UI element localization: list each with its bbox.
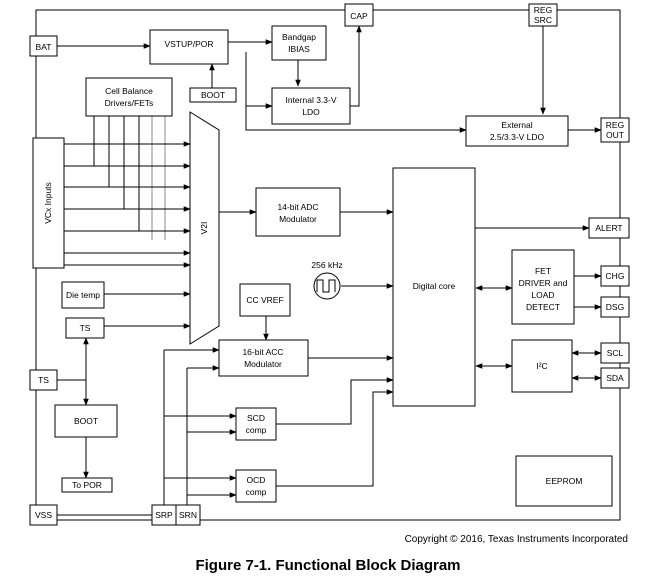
pin-ts: TS <box>29 369 58 391</box>
pin-chg: CHG <box>600 265 630 287</box>
block-boot-large-label: BOOT <box>74 416 98 426</box>
copyright-text: Copyright © 2016, Texas Instruments Inco… <box>405 534 628 545</box>
block-cc-vref-label: CC VREF <box>246 295 283 305</box>
pin-sda-label: SDA <box>606 373 624 383</box>
block-i2c: I²C <box>511 339 573 393</box>
block-adc-label-1: 14-bit ADC <box>277 202 318 212</box>
pin-alert: ALERT <box>588 217 630 239</box>
clock-frequency-label: 256 kHz <box>311 260 342 270</box>
pin-chg-label: CHG <box>606 271 625 281</box>
block-vcx-inputs-label: VCx Inputs <box>43 182 53 224</box>
pin-sda: SDA <box>600 367 630 389</box>
block-v2i-label: V2I <box>199 222 209 235</box>
pin-reg-out: REG OUT <box>600 117 630 143</box>
block-fet-label-1: FET <box>535 266 551 276</box>
block-cell-balance: Cell Balance Drivers/FETs <box>85 77 173 117</box>
block-to-por-label: To POR <box>72 480 102 490</box>
block-scd-label-1: SCD <box>247 413 265 423</box>
pin-bat-label: BAT <box>36 42 52 52</box>
block-to-por: To POR <box>61 477 113 493</box>
block-vstup-por-label: VSTUP/POR <box>164 39 213 49</box>
pin-vss-label: VSS <box>35 510 52 520</box>
pin-alert-label: ALERT <box>595 223 622 233</box>
pin-bat: BAT <box>29 35 58 57</box>
pin-srp: SRP <box>151 504 177 526</box>
pin-dsg: DSG <box>600 296 630 318</box>
pin-reg-src: REG SRC <box>528 3 558 27</box>
block-ocd-label-2: comp <box>246 487 267 497</box>
pin-vss: VSS <box>29 504 58 526</box>
block-ocd-label-1: OCD <box>247 475 266 485</box>
block-boot-small-label: BOOT <box>201 90 225 100</box>
block-v2i: V2I <box>189 111 220 345</box>
pin-srp-label: SRP <box>155 510 173 520</box>
block-bandgap-label-1: Bandgap <box>282 32 316 42</box>
block-vstup-por: VSTUP/POR <box>149 29 229 65</box>
block-vcx-inputs: VCx Inputs <box>32 137 65 269</box>
block-acc-label-2: Modulator <box>244 359 282 369</box>
clock-symbol <box>313 272 341 300</box>
block-internal-ldo-label-1: Internal 3.3-V <box>285 95 336 105</box>
block-external-ldo-label-2: 2.5/3.3-V LDO <box>490 132 545 142</box>
block-fet-label-2: DRIVER and <box>519 278 568 288</box>
pin-cap-label: CAP <box>350 11 368 21</box>
block-i2c-label: I²C <box>536 361 547 371</box>
pin-reg-src-label-2: SRC <box>534 15 552 25</box>
block-external-ldo-label-1: External <box>501 120 532 130</box>
pin-dsg-label: DSG <box>606 302 624 312</box>
block-ts-internal-label: TS <box>80 323 91 333</box>
block-cell-balance-label-2: Drivers/FETs <box>105 98 154 108</box>
block-scd-comp: SCD comp <box>235 407 277 441</box>
block-adc-label-2: Modulator <box>279 214 317 224</box>
block-fet-label-4: DETECT <box>526 302 560 312</box>
block-cell-balance-label-1: Cell Balance <box>105 86 153 96</box>
pin-srn-label: SRN <box>179 510 197 520</box>
block-boot-large: BOOT <box>54 404 118 438</box>
block-digital-core: Digital core <box>392 167 476 407</box>
block-die-temp-label: Die temp <box>66 290 100 300</box>
block-fet-label-3: LOAD <box>531 290 554 300</box>
block-boot-small: BOOT <box>189 87 237 103</box>
pin-reg-out-label-1: REG <box>606 120 624 130</box>
block-acc-label-1: 16-bit ACC <box>242 347 283 357</box>
block-eeprom-label: EEPROM <box>546 476 583 486</box>
block-fet-driver: FET DRIVER and LOAD DETECT <box>511 249 575 325</box>
block-scd-label-2: comp <box>246 425 267 435</box>
pin-reg-out-label-2: OUT <box>606 130 624 140</box>
block-die-temp: Die temp <box>61 281 105 309</box>
block-bandgap: Bandgap IBIAS <box>271 25 327 61</box>
block-acc: 16-bit ACC Modulator <box>218 339 309 377</box>
block-digital-core-label: Digital core <box>413 281 456 291</box>
pin-reg-src-label-1: REG <box>534 5 552 15</box>
block-ts-internal: TS <box>65 317 105 339</box>
pin-ts-label: TS <box>38 375 49 385</box>
block-cc-vref: CC VREF <box>239 283 291 317</box>
block-internal-ldo-label-2: LDO <box>302 107 320 117</box>
connection-wires <box>57 25 602 516</box>
block-adc: 14-bit ADC Modulator <box>255 187 341 237</box>
figure-caption: Figure 7-1. Functional Block Diagram <box>195 557 460 574</box>
block-internal-ldo: Internal 3.3-V LDO <box>271 87 351 125</box>
pin-scl: SCL <box>600 342 630 364</box>
pin-scl-label: SCL <box>607 348 624 358</box>
block-external-ldo: External 2.5/3.3-V LDO <box>465 115 569 147</box>
block-ocd-comp: OCD comp <box>235 469 277 503</box>
pin-cap: CAP <box>344 3 374 27</box>
pin-srn: SRN <box>175 504 201 526</box>
block-bandgap-label-2: IBIAS <box>288 44 310 54</box>
block-eeprom: EEPROM <box>515 455 613 507</box>
